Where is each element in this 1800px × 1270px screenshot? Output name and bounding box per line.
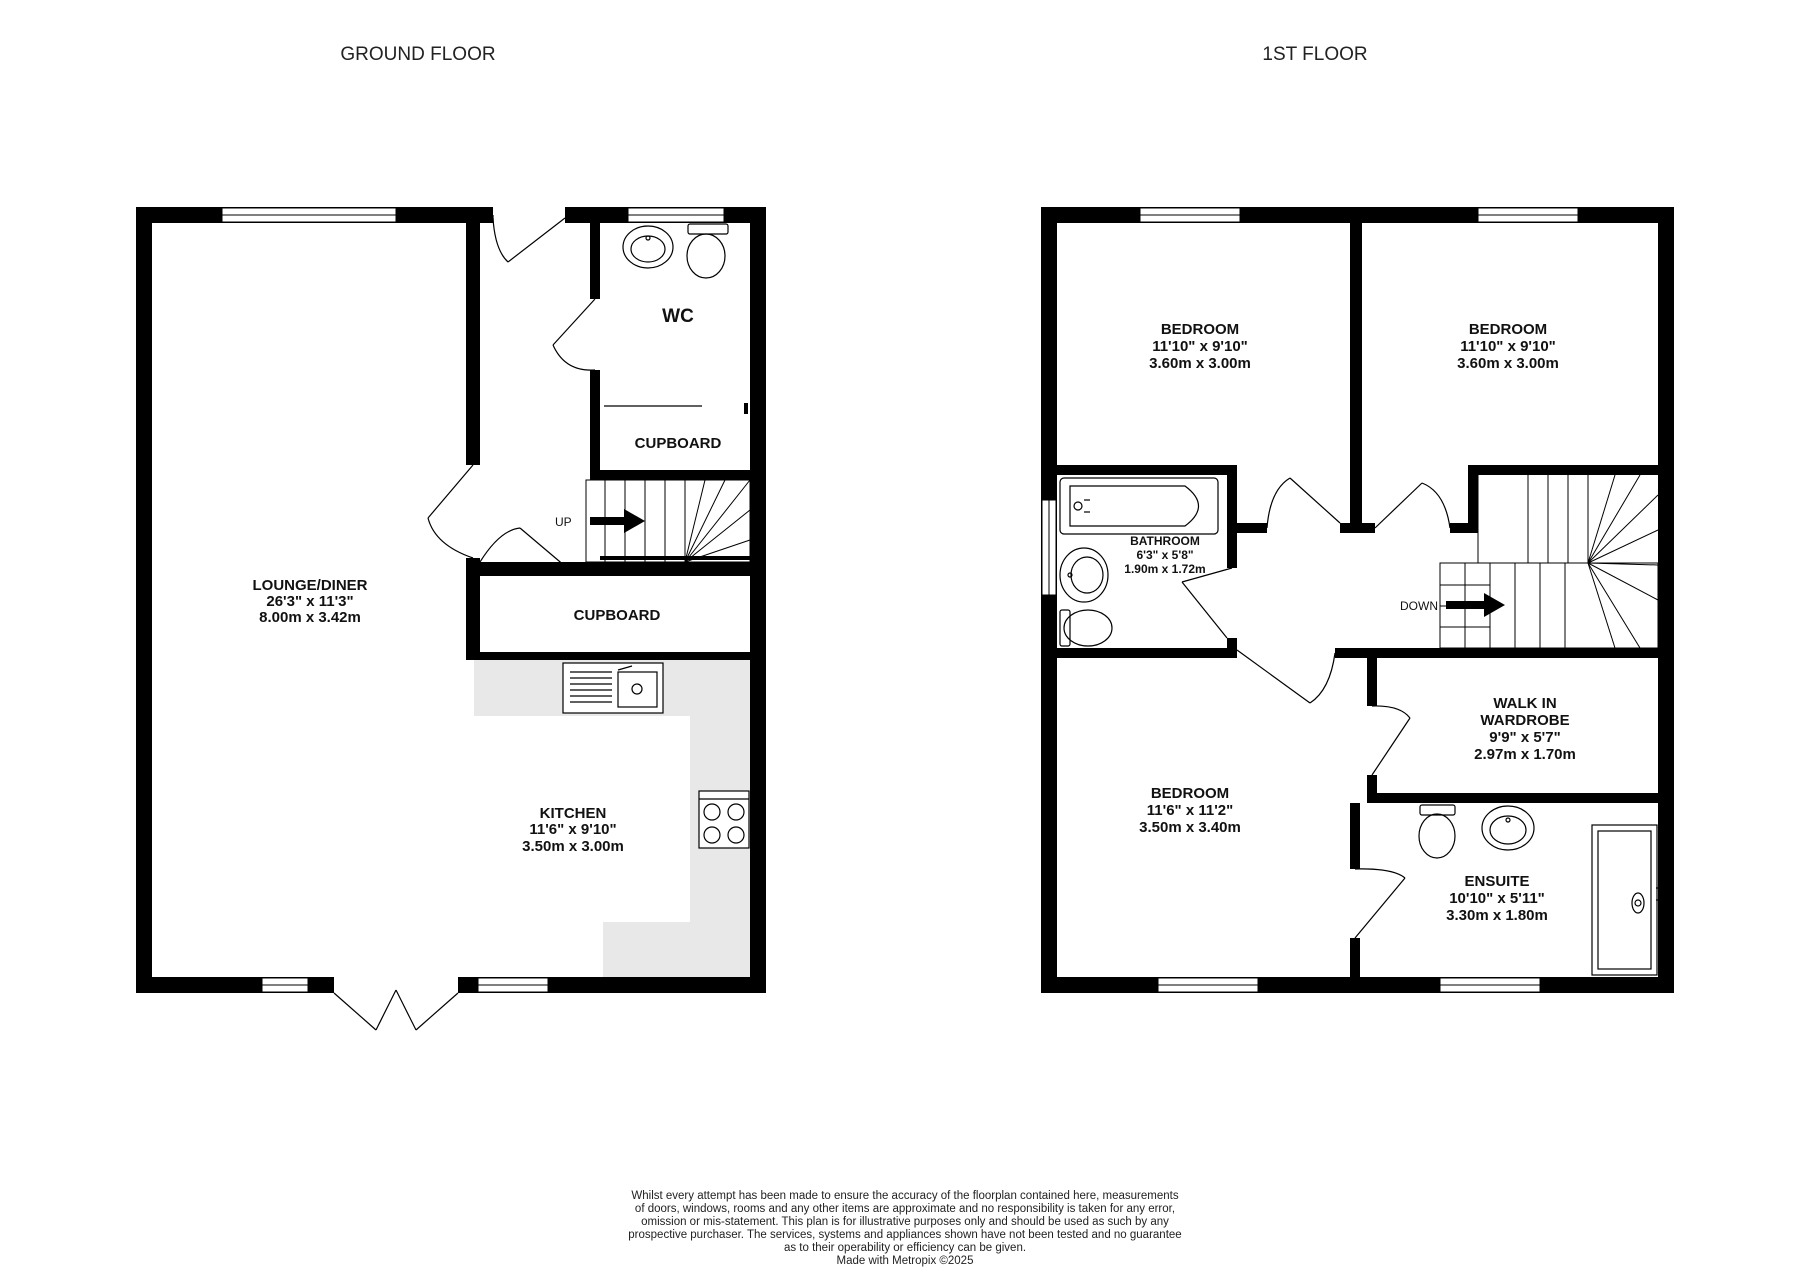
first-walls [1041, 207, 1674, 993]
svg-text:BEDROOM: BEDROOM [1161, 321, 1239, 338]
svg-text:10'10" x 5'11": 10'10" x 5'11" [1449, 890, 1545, 907]
room-cupboard-lower: CUPBOARD [574, 607, 661, 624]
room-wc: WC [662, 306, 694, 327]
stairs-up-label: UP [555, 515, 572, 529]
svg-text:11'10" x 9'10": 11'10" x 9'10" [1152, 338, 1248, 355]
room-bedroom-2: BEDROOM 11'10" x 9'10" 3.60m x 3.00m [1457, 321, 1559, 372]
svg-text:KITCHEN: KITCHEN [540, 805, 607, 822]
ground-stairs [585, 479, 751, 563]
disclaimer-line: prospective purchaser. The services, sys… [628, 1229, 1182, 1241]
svg-text:3.60m x 3.00m: 3.60m x 3.00m [1457, 355, 1559, 372]
svg-text:BEDROOM: BEDROOM [1151, 785, 1229, 802]
svg-text:3.50m x 3.00m: 3.50m x 3.00m [522, 838, 624, 855]
svg-text:3.60m x 3.00m: 3.60m x 3.00m [1149, 355, 1251, 372]
svg-text:BEDROOM: BEDROOM [1469, 321, 1547, 338]
hob-icon [698, 790, 750, 849]
svg-text:ENSUITE: ENSUITE [1464, 873, 1529, 890]
room-lounge-diner: LOUNGE/DINER 26'3" x 11'3" 8.00m x 3.42m [252, 577, 367, 626]
svg-text:6'3" x 5'8": 6'3" x 5'8" [1136, 548, 1193, 562]
disclaimer-line: Whilst every attempt has been made to en… [631, 1190, 1179, 1202]
svg-text:9'9" x 5'7": 9'9" x 5'7" [1489, 729, 1560, 746]
bathroom-basin-icon [1059, 547, 1109, 603]
svg-text:26'3" x 11'3": 26'3" x 11'3" [266, 593, 353, 610]
disclaimer-line: as to their operability or efficiency ca… [783, 1242, 1027, 1254]
svg-text:11'10" x 9'10": 11'10" x 9'10" [1460, 338, 1556, 355]
svg-text:WALK IN: WALK IN [1493, 695, 1556, 712]
svg-text:2.97m x 1.70m: 2.97m x 1.70m [1474, 746, 1576, 763]
room-ensuite: ENSUITE 10'10" x 5'11" 3.30m x 1.80m [1446, 873, 1548, 924]
ground-floor-plan: UP [136, 207, 766, 1031]
first-stairs [1439, 474, 1659, 649]
first-floor-title: 1ST FLOOR [1262, 44, 1367, 65]
first-floor-plan: DOWN [1041, 207, 1674, 993]
room-bathroom: BATHROOM 6'3" x 5'8" 1.90m x 1.72m [1124, 534, 1205, 576]
svg-text:8.00m x 3.42m: 8.00m x 3.42m [259, 609, 361, 626]
disclaimer-text: Whilst every attempt has been made to en… [540, 1190, 1270, 1268]
svg-text:LOUNGE/DINER: LOUNGE/DINER [252, 577, 367, 594]
down-arrow-icon [1446, 593, 1505, 617]
room-cupboard-upper: CUPBOARD [635, 435, 722, 452]
svg-text:3.50m x 3.40m: 3.50m x 3.40m [1139, 819, 1241, 836]
stairs-down-label: DOWN [1400, 599, 1438, 613]
svg-text:BATHROOM: BATHROOM [1130, 534, 1200, 548]
ensuite-toilet-icon [1418, 804, 1456, 859]
svg-text:11'6" x 11'2": 11'6" x 11'2" [1147, 802, 1233, 819]
up-arrow-icon [590, 509, 645, 533]
wc-basin-icon [622, 225, 674, 269]
ground-floor-title: GROUND FLOOR [340, 44, 495, 65]
ground-doors [333, 215, 748, 1031]
svg-text:1.90m x 1.72m: 1.90m x 1.72m [1124, 562, 1205, 576]
bathroom-toilet-icon [1059, 609, 1113, 647]
first-doors [1181, 477, 1451, 939]
kitchen-sink-icon [562, 662, 664, 714]
room-bedroom-1: BEDROOM 11'10" x 9'10" 3.60m x 3.00m [1149, 321, 1251, 372]
svg-text:3.30m x 1.80m: 3.30m x 1.80m [1446, 907, 1548, 924]
wc-toilet-icon [686, 223, 729, 279]
bath-icon [1059, 477, 1219, 535]
ground-windows [221, 207, 725, 993]
first-windows [1041, 207, 1579, 993]
disclaimer-line: of doors, windows, rooms and any other i… [634, 1203, 1176, 1215]
room-walk-in-wardrobe: WALK IN WARDROBE 9'9" x 5'7" 2.97m x 1.7… [1474, 695, 1576, 763]
metropix-credit: Made with Metropix ©2025 [836, 1255, 974, 1267]
room-kitchen: KITCHEN 11'6" x 9'10" 3.50m x 3.00m [522, 805, 624, 855]
shower-tray-icon [1591, 824, 1664, 976]
ensuite-basin-icon [1481, 805, 1535, 851]
disclaimer-line: omission or mis-statement. This plan is … [641, 1216, 1169, 1228]
svg-text:WARDROBE: WARDROBE [1480, 712, 1569, 729]
svg-text:11'6" x 9'10": 11'6" x 9'10" [529, 821, 616, 838]
room-bedroom-3: BEDROOM 11'6" x 11'2" 3.50m x 3.40m [1139, 785, 1241, 836]
